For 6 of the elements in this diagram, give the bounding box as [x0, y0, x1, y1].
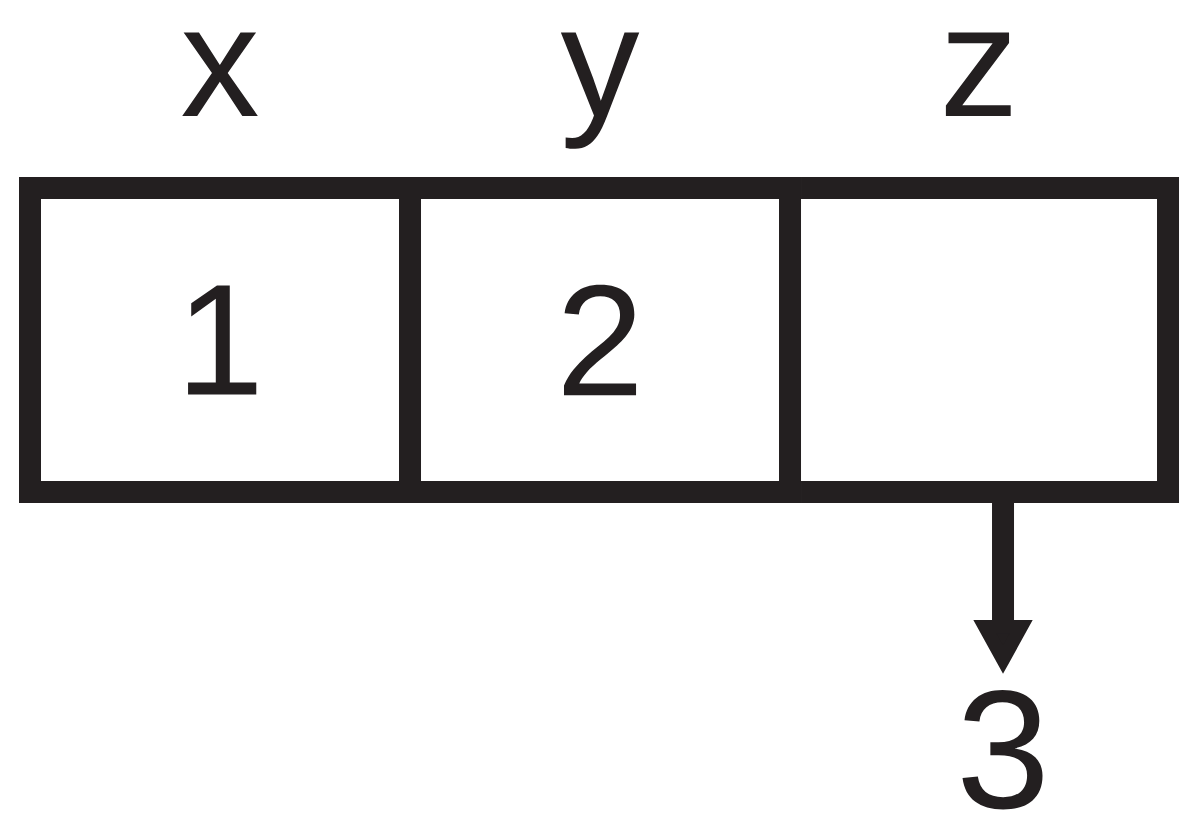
heading-label: z	[945, 32, 1011, 116]
heading-label: x	[182, 32, 258, 116]
number-label: 3	[962, 690, 1043, 810]
cell-box: 1	[19, 177, 421, 503]
heading-label: y	[560, 32, 640, 149]
cell-box: 2	[421, 177, 801, 503]
